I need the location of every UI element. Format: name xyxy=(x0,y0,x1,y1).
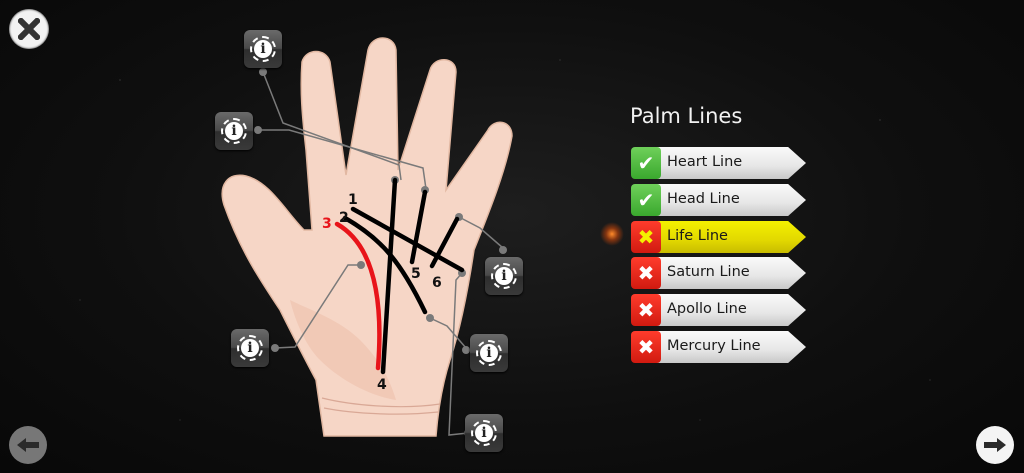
info-icon: i xyxy=(250,36,276,62)
line-number-5: 5 xyxy=(411,266,421,282)
line-number-4: 4 xyxy=(377,377,387,393)
info-button-apollo[interactable]: i xyxy=(485,257,523,295)
info-icon: i xyxy=(221,118,247,144)
cross-icon: ✖ xyxy=(631,294,661,326)
line-number-3: 3 xyxy=(322,216,332,232)
palm-line-6 xyxy=(429,216,460,269)
list-item-saturn-line[interactable]: Saturn Line ✖ xyxy=(631,257,806,289)
info-icon: i xyxy=(476,340,502,366)
list-item-heart-line[interactable]: Heart Line ✔ xyxy=(631,147,806,179)
info-icon: i xyxy=(237,335,263,361)
hand-shape xyxy=(221,37,513,437)
info-button-heart[interactable]: i xyxy=(244,30,282,68)
next-button[interactable] xyxy=(976,426,1014,464)
arrow-left-icon xyxy=(17,438,39,452)
check-icon: ✔ xyxy=(631,184,661,216)
line-number-6: 6 xyxy=(432,275,442,291)
previous-button[interactable] xyxy=(9,426,47,464)
list-item-apollo-line[interactable]: Apollo Line ✖ xyxy=(631,294,806,326)
close-icon xyxy=(18,18,40,40)
cross-icon: ✖ xyxy=(631,331,661,363)
arrow-right-icon xyxy=(984,438,1006,452)
list-item-mercury-line[interactable]: Mercury Line ✖ xyxy=(631,331,806,363)
list-item-head-line[interactable]: Head Line ✔ xyxy=(631,184,806,216)
line-number-1: 1 xyxy=(348,192,358,208)
info-icon: i xyxy=(471,420,497,446)
palm-line-3 xyxy=(334,221,382,371)
info-button-life[interactable]: i xyxy=(231,329,269,367)
palm-line-5 xyxy=(409,189,428,265)
cross-icon: ✖ xyxy=(631,257,661,289)
close-button[interactable] xyxy=(9,9,49,49)
line-number-2: 2 xyxy=(339,210,349,226)
list-item-life-line[interactable]: Life Line ✖ xyxy=(631,221,806,253)
info-icon: i xyxy=(491,263,517,289)
cross-icon: ✖ xyxy=(631,221,661,253)
info-button-mercury[interactable]: i xyxy=(465,414,503,452)
palm-line-4 xyxy=(380,177,398,375)
info-button-saturn[interactable]: i xyxy=(470,334,508,372)
check-icon: ✔ xyxy=(631,147,661,179)
panel-title: Palm Lines xyxy=(630,104,743,128)
info-button-head[interactable]: i xyxy=(215,112,253,150)
palm-line-1 xyxy=(350,206,465,273)
glow-spark xyxy=(600,222,624,246)
